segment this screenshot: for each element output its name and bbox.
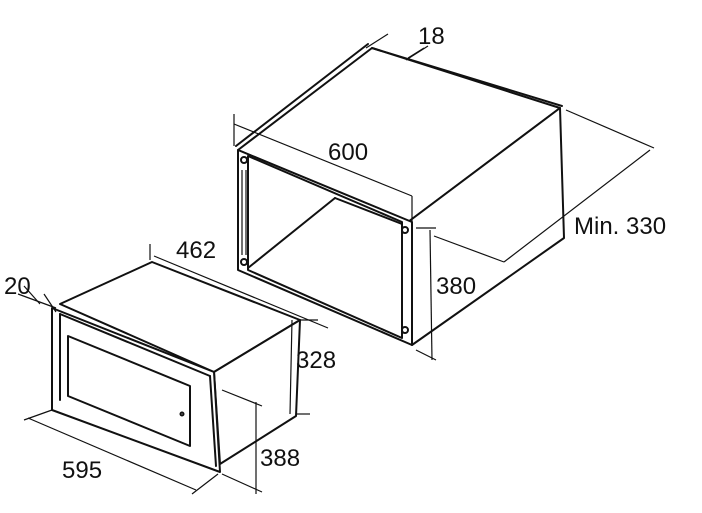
oven-front-panel bbox=[51, 307, 221, 473]
niche-front-frame bbox=[237, 149, 413, 346]
oven-appliance bbox=[51, 261, 301, 473]
dim-462: 462 bbox=[149, 237, 329, 329]
cabinet-niche bbox=[235, 43, 565, 346]
label-328: 328 bbox=[296, 347, 336, 374]
dim-380: 380 bbox=[415, 227, 476, 361]
dim-18: 18 bbox=[365, 23, 445, 61]
dim-20: 20 bbox=[4, 273, 57, 313]
label-462: 462 bbox=[176, 237, 216, 264]
label-388: 388 bbox=[260, 445, 300, 472]
dim-328: 328 bbox=[289, 319, 336, 415]
dim-388: 388 bbox=[221, 389, 300, 494]
dim-595: 595 bbox=[23, 409, 219, 495]
label-min-330: Min. 330 bbox=[574, 213, 666, 240]
label-380: 380 bbox=[436, 273, 476, 300]
oven-door-window bbox=[67, 335, 191, 447]
label-18: 18 bbox=[418, 23, 445, 50]
label-595: 595 bbox=[62, 457, 102, 484]
label-20: 20 bbox=[4, 273, 31, 300]
dim-600: 600 bbox=[233, 114, 413, 226]
dim-min-330: Min. 330 bbox=[433, 109, 666, 263]
label-600: 600 bbox=[328, 139, 368, 166]
niche-front-opening bbox=[247, 155, 403, 339]
